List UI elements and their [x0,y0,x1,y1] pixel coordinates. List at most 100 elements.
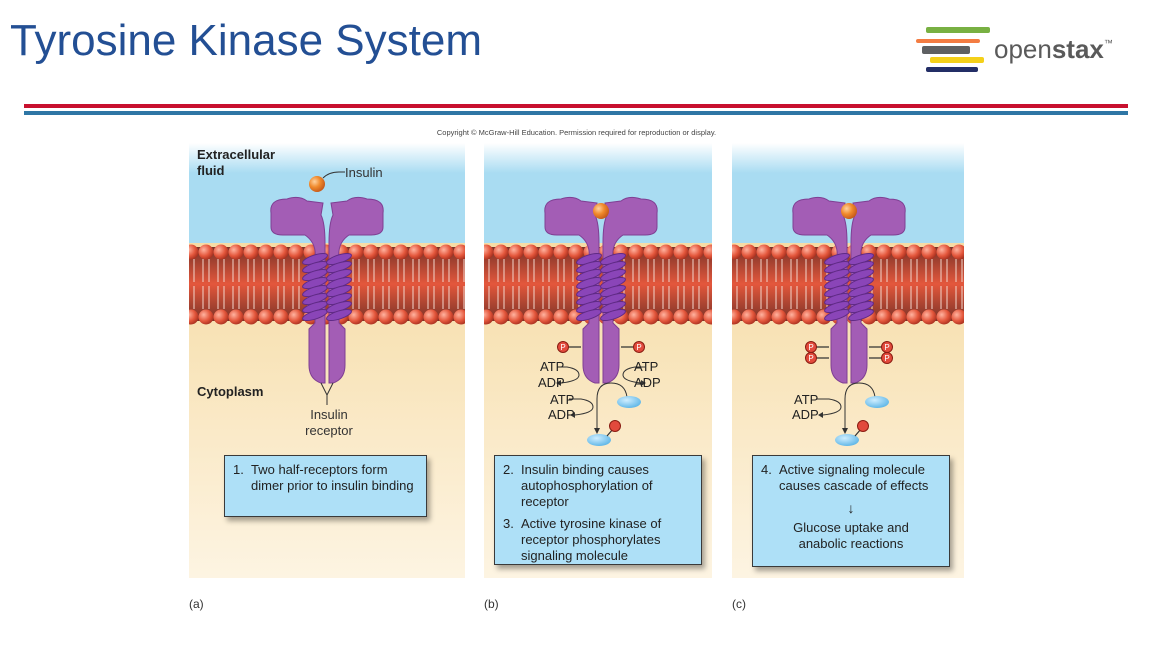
insulin-molecule [841,203,857,219]
step-box-b: 2. Insulin binding causes autophosphoryl… [494,455,702,565]
phospholipid-head [688,244,704,260]
phospholipid-head [493,309,509,325]
atp-label-left: ATP [540,359,565,374]
phospholipid-head [348,309,364,325]
arrowhead [641,380,646,386]
receptor-subunit [850,196,906,384]
phospholipid-head [228,309,244,325]
phospholipid-head [568,244,584,260]
panel-label-c: (c) [732,597,746,611]
phospholipid-head [816,244,832,260]
phospholipid-head [891,244,907,260]
phospholipid-head [628,309,644,325]
phospholipid-head [213,244,229,260]
phospholipid-head [786,309,802,325]
phosphate-label: P [636,343,641,352]
insulin-molecule [593,203,609,219]
transmembrane-helix-coil [848,308,874,322]
phospholipid-head [258,244,274,260]
signaling-molecule-inactive [617,396,641,408]
adp-label-substrate: ADP [548,407,575,422]
phospholipid-head [258,309,274,325]
phospholipid-head [378,244,394,260]
header-rule-blue [24,111,1128,115]
phospholipid-head [771,309,787,325]
atp-label-substrate: ATP [794,392,819,407]
adp-label-left: ADP [538,375,565,390]
step-number: 3. [503,516,514,531]
phospholipid-head [508,309,524,325]
phosphate-label: P [808,343,813,352]
step-4: 4. Active signaling molecule causes casc… [761,462,941,494]
phospholipid-head [438,244,454,260]
phospholipid-head [484,309,494,325]
step-3: 3. Active tyrosine kinase of receptor ph… [503,516,693,564]
extracellular-fluid-label: Extracellular fluid [197,147,276,178]
phosphate-group [881,352,893,364]
phosphate-label: P [884,343,889,352]
phosphate-group [557,341,569,353]
atp-adp-arrow [817,398,842,416]
phospholipid-head [756,244,772,260]
panel-a-illustration [189,143,465,578]
phospholipid-head [906,244,922,260]
header-rule-red [24,104,1128,108]
autophosphorylation-arrow-left [557,366,580,384]
phospholipid-head [408,244,424,260]
phospholipid-head [363,244,379,260]
phosphate-label: P [808,354,813,363]
arrowhead [842,428,848,434]
phospholipid-head [936,244,952,260]
transmembrane-helix-coil [326,308,352,322]
receptor-subunit [602,196,658,384]
phospholipid-head [288,244,304,260]
phospholipid-head [688,309,704,325]
step-2: 2. Insulin binding causes autophosphoryl… [503,462,693,510]
phospholipid-head [198,244,214,260]
adp-label-substrate: ADP [792,407,819,422]
autophosphorylation-arrow-right [622,366,645,384]
phospholipid-head [453,309,465,325]
phospholipid-head [538,244,554,260]
phospholipid-head [732,244,742,260]
phospholipid-head [273,309,289,325]
extracellular-fluid-region [732,143,964,243]
insulin-callout-line [322,171,345,179]
insulin-callout-label: Insulin [345,165,383,180]
arrowhead [594,428,600,434]
phospholipid-head [408,309,424,325]
phospholipid-head [643,244,659,260]
phosphate-label: P [560,343,565,352]
phospholipid-head [951,309,964,325]
logo-bar-yellow [930,57,984,63]
step-text: Two half-receptors form dimer prior to i… [251,462,414,493]
receptor-half-left: P [544,196,602,384]
phospholipid-head [438,309,454,325]
transmembrane-helix-coil [600,308,626,322]
cytoplasm-label: Cytoplasm [197,384,264,399]
phospholipid-head [423,309,439,325]
panel-a: Extracellular fluid Insulin Cytoplasm In… [189,143,465,578]
step-box-c: 4. Active signaling molecule causes casc… [752,455,950,567]
openstax-logo: openstax™ [912,26,1142,78]
step-text: Active signaling molecule causes cascade… [779,462,929,493]
phospholipid-head [703,309,712,325]
logo-bar-green [926,27,990,33]
phospholipid-head [658,309,674,325]
cascade-arrow-icon: ↓ [847,500,855,516]
receptor-half-left [270,196,328,384]
panel-label-a: (a) [189,597,204,611]
step-number: 2. [503,462,514,477]
phospholipid-head [484,244,494,260]
signaling-molecule-active [835,434,859,446]
phospholipid-head [951,244,964,260]
phospholipid-head [876,244,892,260]
phospholipid-head [553,309,569,325]
insulin-receptor-callout-label: Insulin receptor [305,407,353,438]
phospholipid-head [348,244,364,260]
phospholipid-head [643,309,659,325]
logo-bar-orange [916,39,980,43]
phospholipid-head [741,244,757,260]
phospholipid-head [906,309,922,325]
panel-label-b: (b) [484,597,499,611]
